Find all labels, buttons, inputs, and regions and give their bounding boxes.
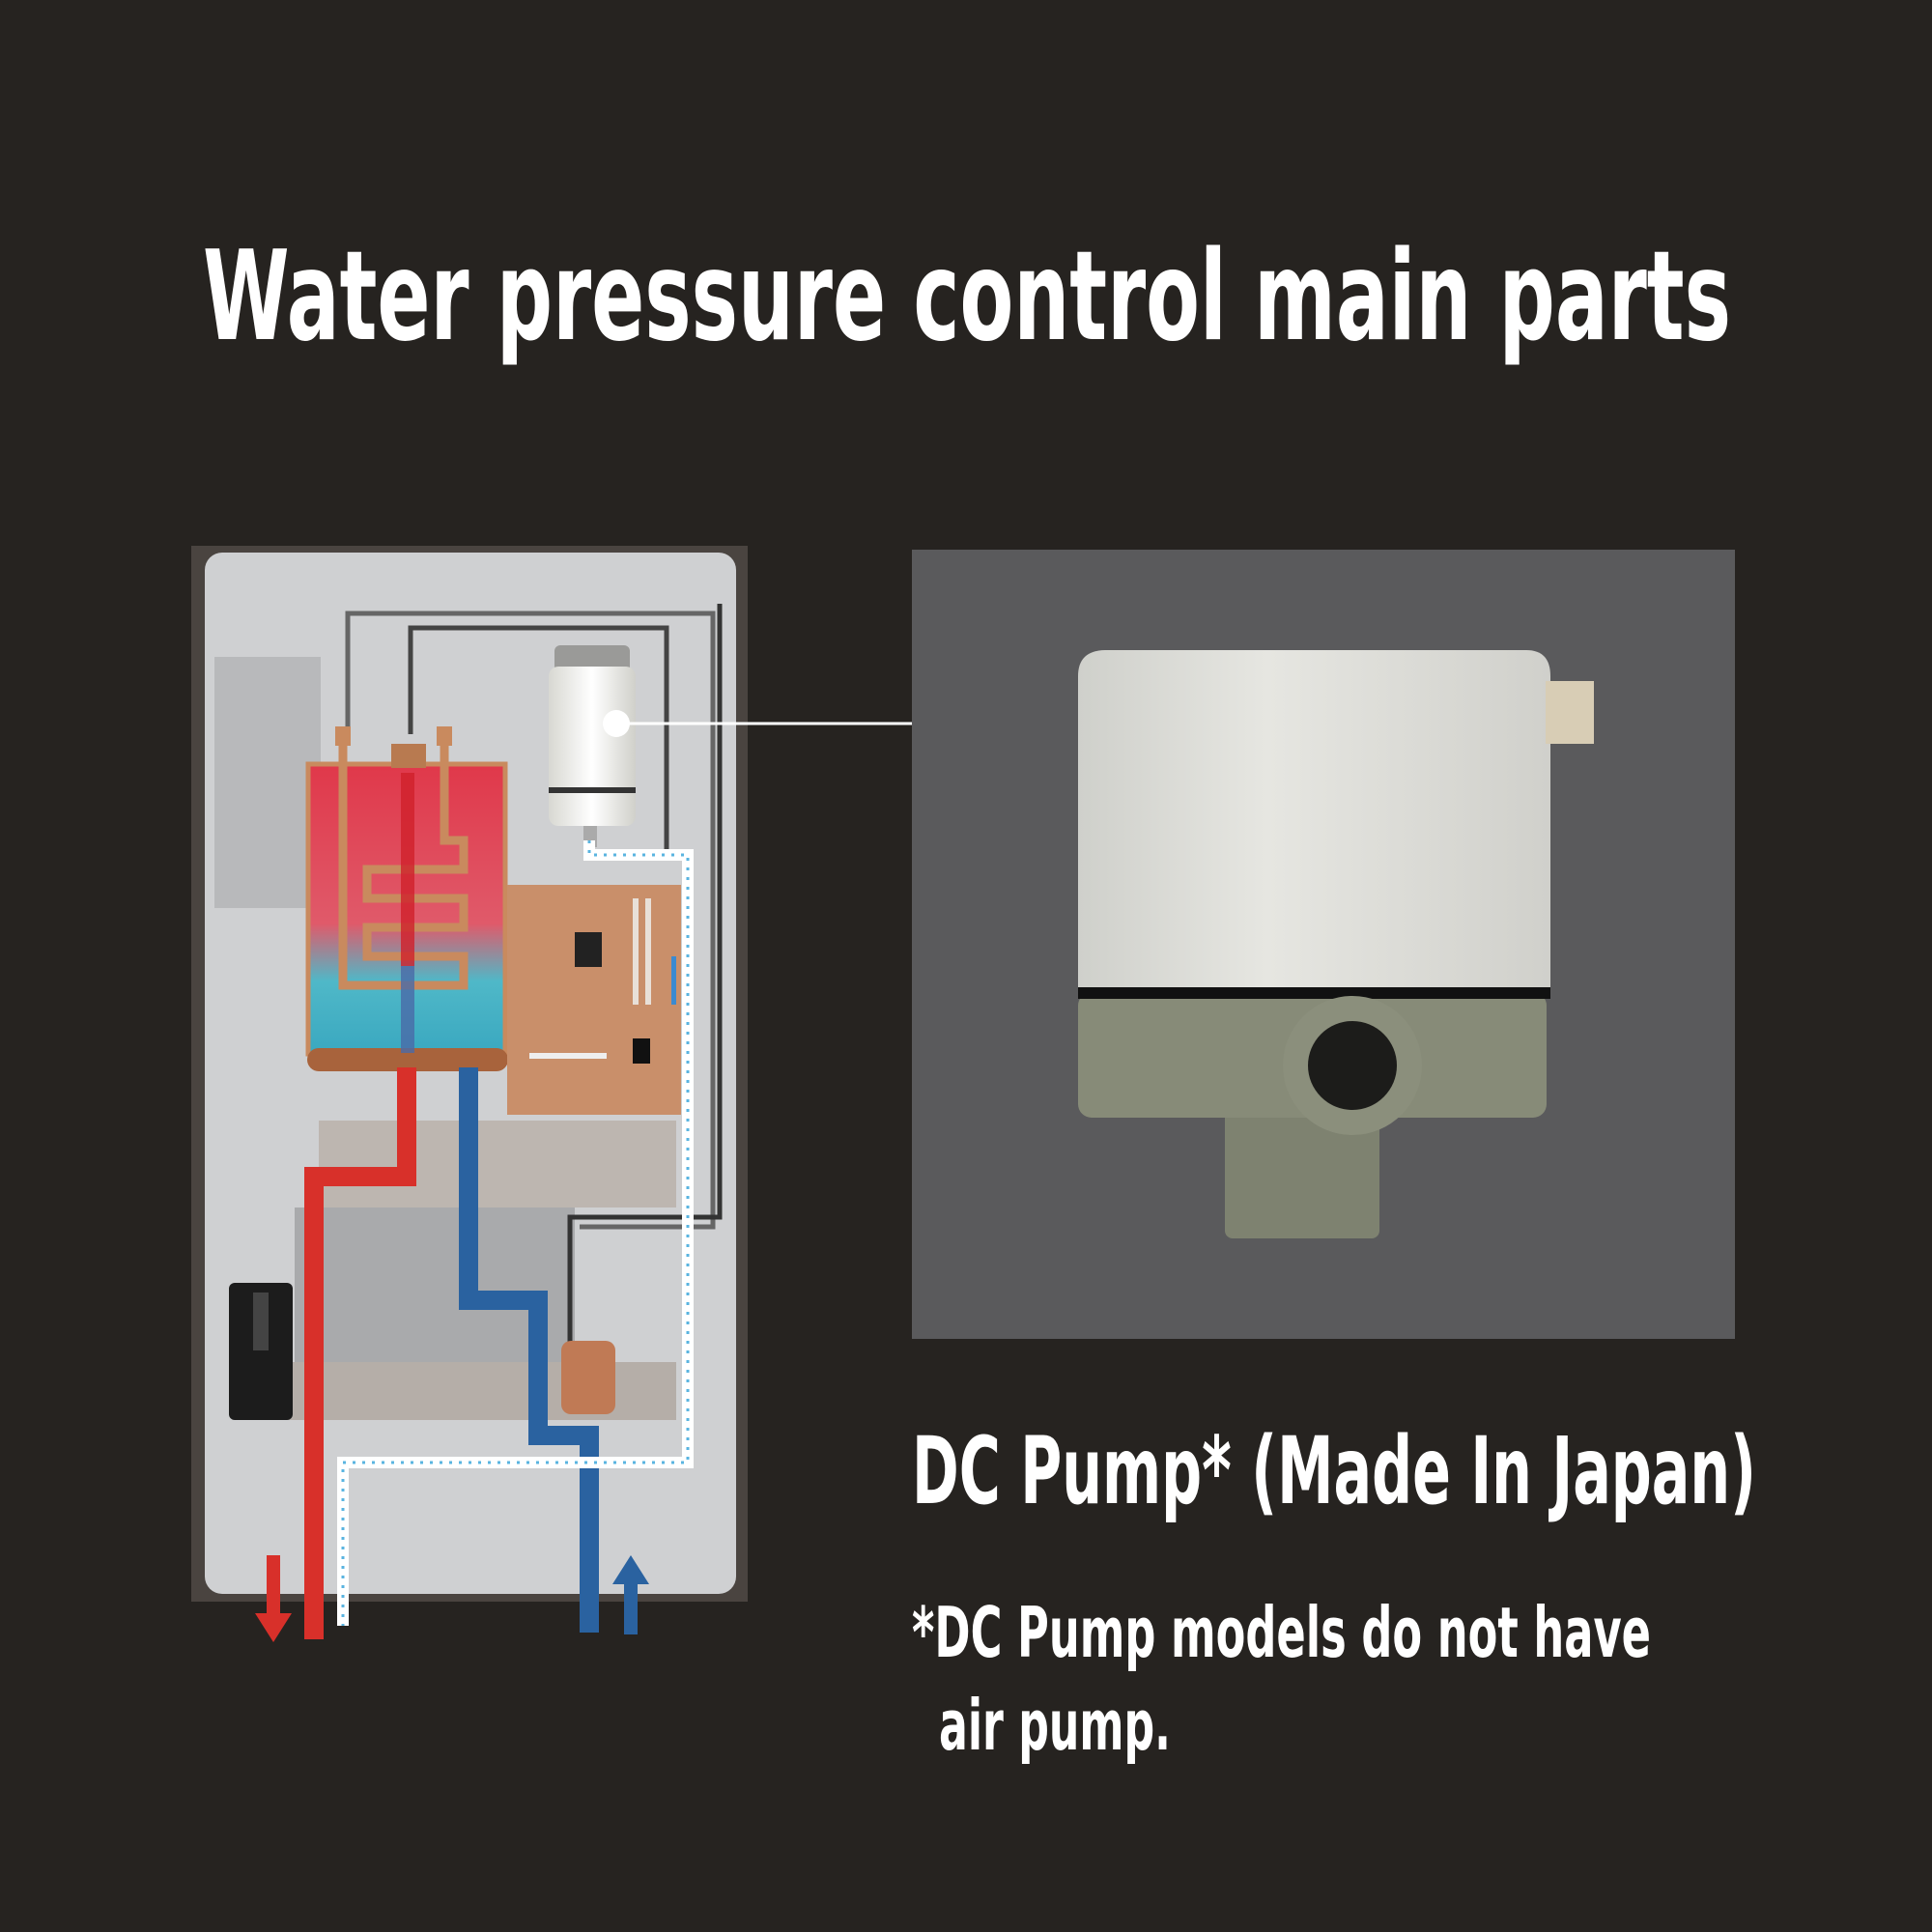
pressure-switch <box>229 1283 293 1420</box>
control-board <box>507 885 681 1115</box>
dc-pump-image <box>1078 650 1594 1238</box>
heat-exchanger-tank <box>305 726 508 1071</box>
copper-valve <box>561 1341 615 1414</box>
product-name: DC Pump* (Made In Japan) <box>912 1417 1756 1525</box>
page-title: Water pressure control main parts <box>203 225 1731 369</box>
pump-cylinder <box>549 645 636 847</box>
cold-inlet-arrow-icon <box>612 1555 649 1634</box>
footnote-line-1: *DC Pump models do not have <box>912 1592 1651 1673</box>
hot-water-pipe <box>304 1067 416 1639</box>
hot-outlet-arrow-icon <box>255 1555 292 1642</box>
footnote-line-2: air pump. <box>939 1685 1171 1766</box>
